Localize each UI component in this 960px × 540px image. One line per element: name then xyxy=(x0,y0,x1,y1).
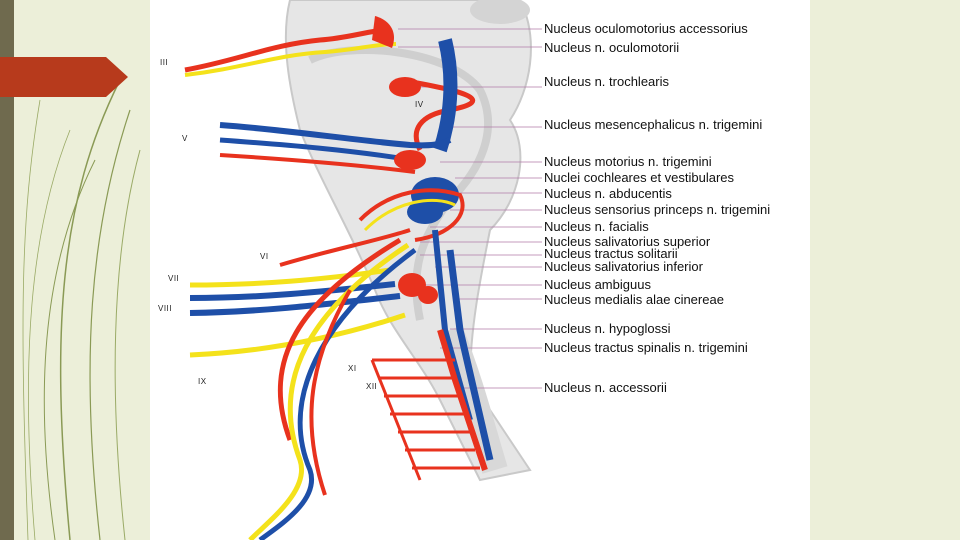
nerve-label-v: V xyxy=(182,134,188,143)
nerve-label-vi: VI xyxy=(260,252,269,261)
nerve-label-xii: XII xyxy=(366,382,378,391)
label-nucleus-accessorii: Nucleus n. accessorii xyxy=(544,380,667,395)
label-nucleus-trochlearis: Nucleus n. trochlearis xyxy=(544,74,669,89)
nerve-label-xi: XI xyxy=(348,364,357,373)
brainstem-illustration xyxy=(184,0,542,540)
right-arrow-icon xyxy=(0,57,128,97)
nerve-label-iii: III xyxy=(160,58,169,67)
label-nuclei-cochleares-vestibulares: Nuclei cochleares et vestibulares xyxy=(544,170,735,185)
cranial-nerve-nuclei-figure: Nucleus oculomotorius accessorius Nucleu… xyxy=(150,0,810,540)
label-nucleus-motorius-trigemini: Nucleus motorius n. trigemini xyxy=(544,154,712,169)
label-nucleus-mesencephalicus: Nucleus mesencephalicus n. trigemini xyxy=(544,117,763,132)
accent-bar xyxy=(0,0,14,540)
label-nucleus-medialis-alae-cinereae: Nucleus medialis alae cinereae xyxy=(544,292,724,307)
label-nucleus-tractus-solitarii: Nucleus tractus solitarii xyxy=(544,246,678,261)
label-nucleus-hypoglossi: Nucleus n. hypoglossi xyxy=(544,321,671,336)
label-nucleus-oculomotorius-accessorius: Nucleus oculomotorius accessorius xyxy=(544,21,748,36)
label-nucleus-sensorius-princeps: Nucleus sensorius princeps n. trigemini xyxy=(544,202,771,217)
label-nucleus-salivatorius-superior: Nucleus salivatorius superior xyxy=(544,234,711,249)
decorative-swirl-icon xyxy=(22,79,141,540)
label-nucleus-oculomotorii: Nucleus n. oculomotorii xyxy=(544,40,680,55)
accessory-rootlets xyxy=(370,358,480,481)
nuclei-label-list: Nucleus oculomotorius accessorius Nucleu… xyxy=(150,0,810,540)
label-nucleus-abducentis: Nucleus n. abducentis xyxy=(544,186,672,201)
nerve-label-ix: IX xyxy=(198,377,207,386)
nerve-label-viii: VIII xyxy=(158,304,173,313)
label-nucleus-facialis: Nucleus n. facialis xyxy=(544,219,649,234)
label-nucleus-ambiguus: Nucleus ambiguus xyxy=(544,277,651,292)
nerve-label-iv: IV xyxy=(415,100,424,109)
label-nucleus-salivatorius-inferior: Nucleus salivatorius inferior xyxy=(544,259,703,274)
nerve-label-vii: VII xyxy=(168,274,180,283)
label-nucleus-tractus-spinalis: Nucleus tractus spinalis n. trigemini xyxy=(544,340,748,355)
